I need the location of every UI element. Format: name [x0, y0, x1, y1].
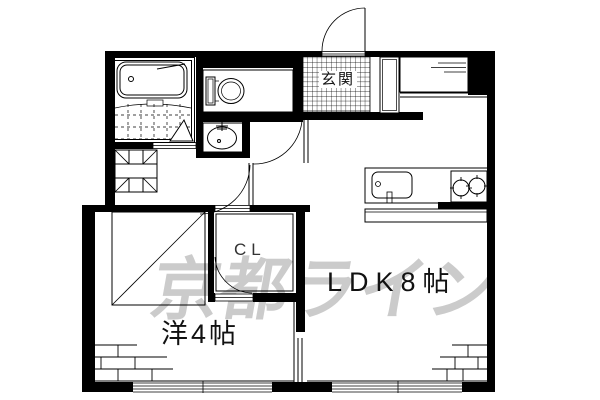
western-room-label: 洋4帖	[161, 319, 240, 349]
walls	[82, 51, 495, 392]
brick-corner-right	[432, 344, 487, 381]
stove-two-burner-icon	[450, 170, 488, 203]
thin-walls	[95, 92, 487, 382]
entrance-label: 玄関	[319, 71, 358, 88]
brick-corner-left	[95, 344, 173, 381]
kitchen-counter	[364, 167, 489, 223]
hall-door-swing	[252, 120, 303, 165]
bathtub-icon	[116, 61, 188, 99]
window-south-east	[332, 381, 462, 393]
entrance-shelf-icon	[399, 56, 469, 93]
toilet-room	[202, 69, 294, 113]
toilet-icon	[205, 76, 245, 106]
kitchen-sink-icon	[371, 171, 413, 204]
closet-label: CL	[234, 240, 266, 259]
ldk-label: LDK8帖	[327, 267, 457, 297]
room-door-swing	[199, 164, 251, 215]
window-south-west	[133, 381, 272, 393]
shoe-cabinet-icon	[379, 56, 400, 114]
bathroom-unit	[111, 57, 195, 143]
washing-machine-pan-icon	[114, 149, 158, 193]
entrance-door-swing	[321, 7, 366, 52]
washbasin-icon	[202, 121, 244, 153]
closet-door-swing	[214, 256, 253, 294]
bath-tile-floor	[114, 99, 194, 142]
loft-diagonal-area	[111, 211, 206, 306]
